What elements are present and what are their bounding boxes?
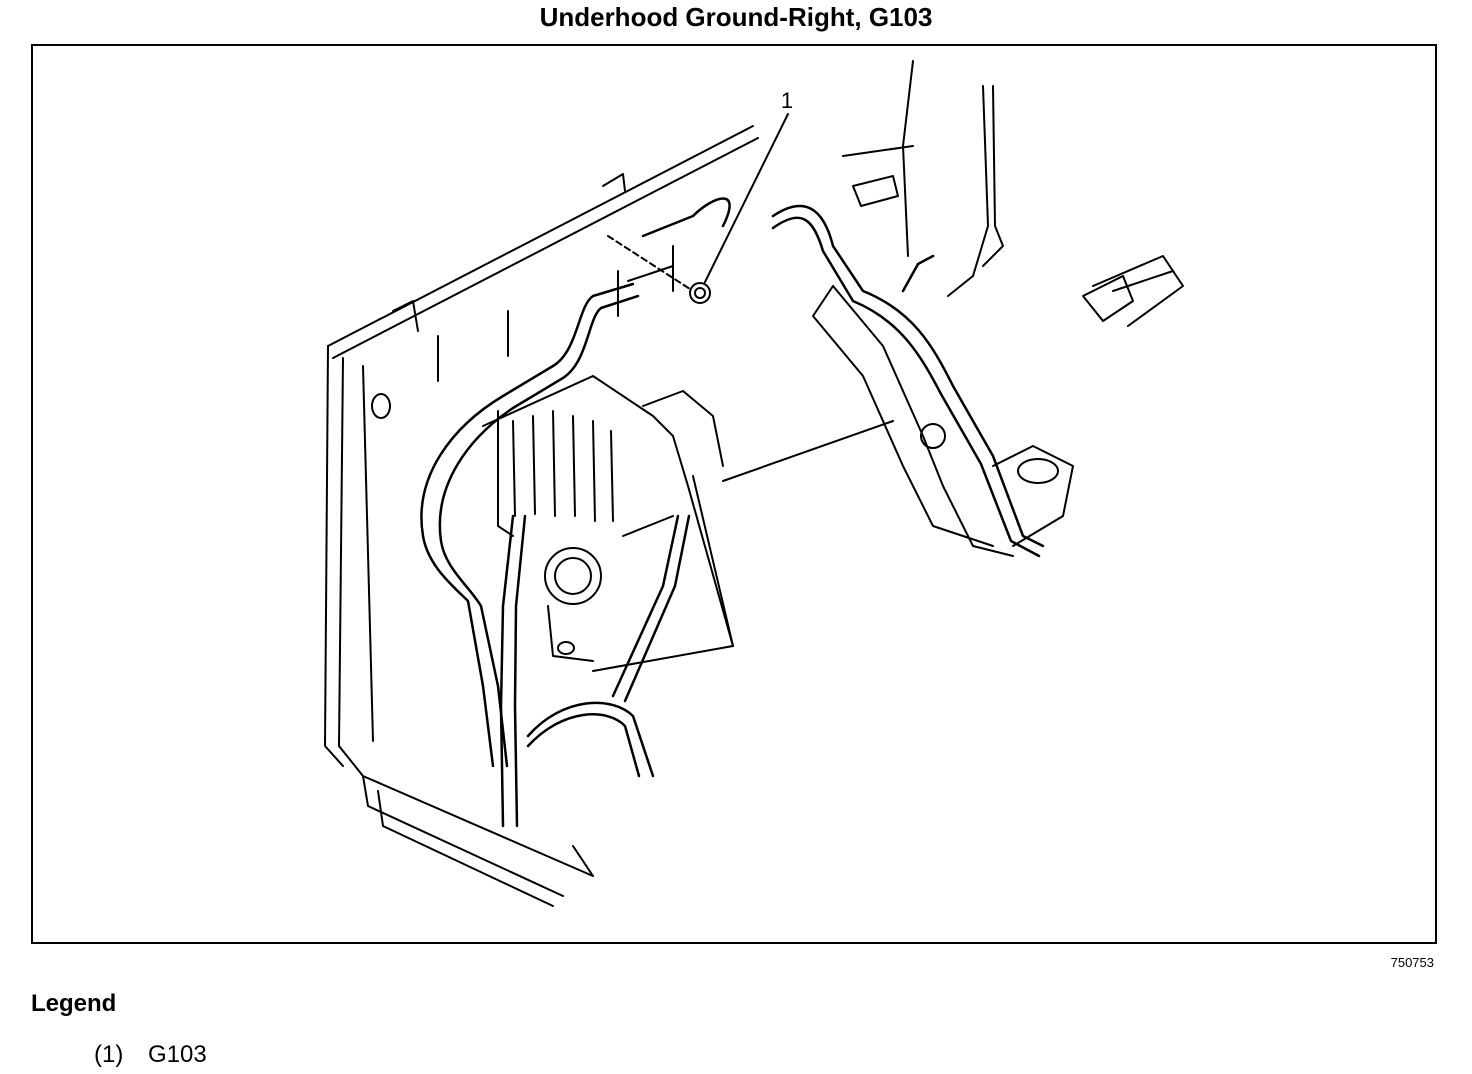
legend-heading: Legend <box>31 990 117 1017</box>
legend-item-text: G103 <box>148 1041 207 1068</box>
engine-block <box>482 375 894 672</box>
g103-ground-bolt <box>607 235 711 304</box>
callout-1-label: 1 <box>781 88 793 113</box>
diagram-frame: 1 <box>31 44 1437 944</box>
legend-item: (1) G103 <box>94 1041 207 1069</box>
callout-1-leader <box>704 113 789 283</box>
battery-tray <box>812 60 1184 557</box>
wiring-harness <box>420 197 1045 828</box>
page-title: Underhood Ground-Right, G103 <box>539 2 933 32</box>
radiator-support-panel <box>324 125 759 907</box>
legend-item-number: (1) <box>94 1041 124 1068</box>
wiring-illustration: 1 <box>324 60 1184 907</box>
figure-number: 750753 <box>1390 955 1434 970</box>
